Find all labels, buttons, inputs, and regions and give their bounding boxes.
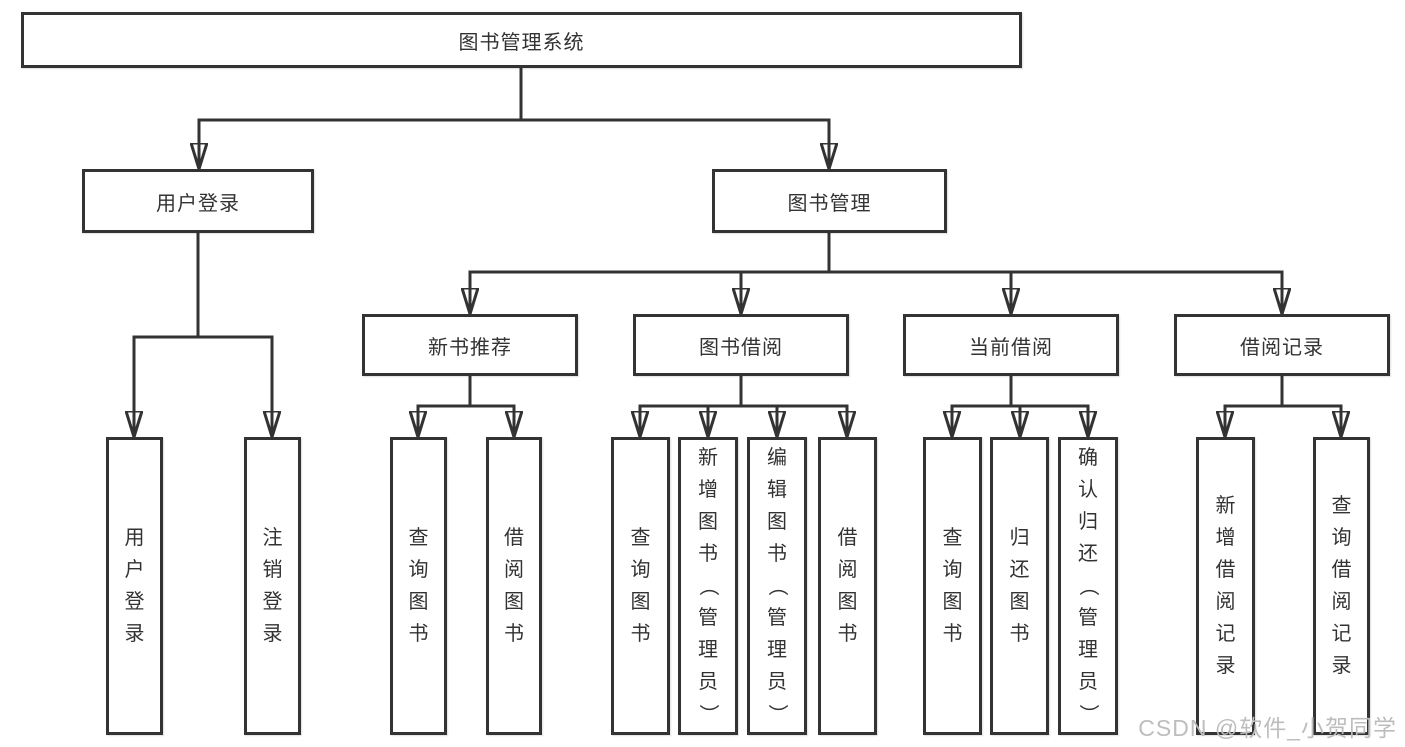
- node-user-login: 用户登录: [106, 437, 163, 735]
- connector-current-borrow-to-children: [952, 374, 1088, 437]
- node-book-borrow: 图书借阅: [633, 314, 849, 376]
- node-cb-return-book: 归还图书: [990, 437, 1049, 735]
- connector-login-group-to-children: [134, 231, 272, 437]
- connector-root-to-level2: [199, 66, 829, 169]
- node-bb-add-book: 新增图书（管理员）: [678, 437, 738, 735]
- node-nb-query-book: 查询图书: [390, 437, 447, 735]
- connector-new-book-rec-to-children: [418, 374, 514, 437]
- node-br-query-record: 查询借阅记录: [1313, 437, 1370, 735]
- node-br-add-record: 新增借阅记录: [1196, 437, 1255, 735]
- node-bb-borrow-book: 借阅图书: [818, 437, 877, 735]
- connector-book-mgmt-to-level3: [470, 231, 1282, 314]
- node-book-mgmt: 图书管理: [712, 169, 947, 233]
- node-bb-edit-book: 编辑图书（管理员）: [747, 437, 807, 735]
- node-bb-query-book: 查询图书: [611, 437, 670, 735]
- node-new-book-rec: 新书推荐: [362, 314, 578, 376]
- node-current-borrow: 当前借阅: [903, 314, 1119, 376]
- node-login-group: 用户登录: [82, 169, 314, 233]
- watermark: CSDN @软件_小贺同学: [1138, 715, 1397, 741]
- node-cb-query-book: 查询图书: [923, 437, 982, 735]
- node-logout: 注销登录: [244, 437, 301, 735]
- node-cb-confirm-return: 确认归还（管理员）: [1058, 437, 1118, 735]
- connector-book-borrow-to-children: [640, 374, 847, 437]
- node-nb-borrow-book: 借阅图书: [486, 437, 542, 735]
- node-borrow-records: 借阅记录: [1174, 314, 1390, 376]
- node-root: 图书管理系统: [21, 12, 1022, 68]
- connector-borrow-records-to-children: [1225, 374, 1341, 437]
